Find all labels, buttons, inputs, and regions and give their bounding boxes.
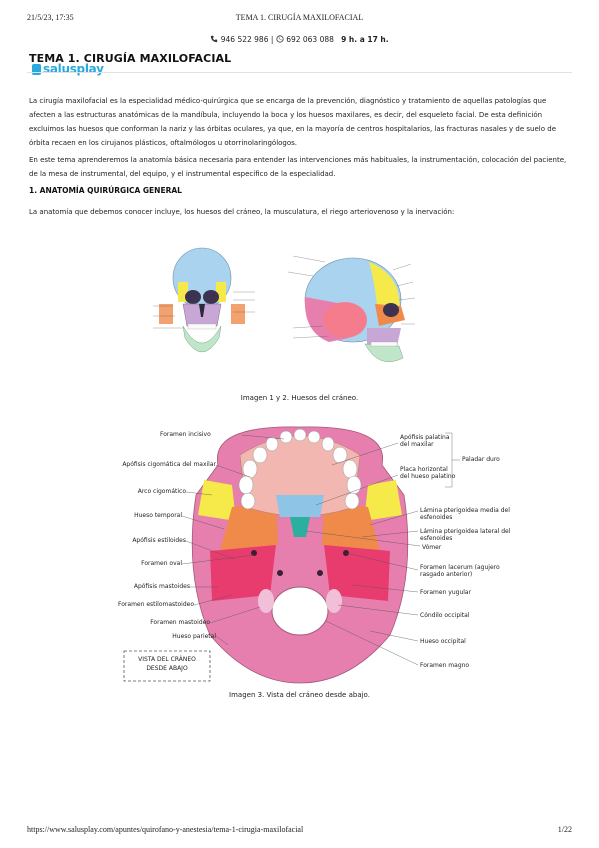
title-divider <box>27 72 572 73</box>
print-title: TEMA 1. CIRUGÍA MAXILOFACIAL <box>235 13 364 22</box>
logo-text: salusplay <box>43 62 104 76</box>
label-hueso-parietal: Hueso parietal <box>172 633 216 640</box>
label-arco-cigomatico: Arco cigomático <box>137 488 186 495</box>
print-footer-url[interactable]: https://www.salusplay.com/apuntes/quirof… <box>27 825 304 834</box>
print-datetime: 21/5/23, 17:35 <box>27 13 74 22</box>
section-heading-anatomy: 1. ANATOMÍA QUIRÚRGICA GENERAL <box>29 186 182 195</box>
label-paladar-duro: Paladar duro <box>462 456 500 463</box>
phone-icon <box>210 35 218 43</box>
skull-lateral-view <box>304 257 405 362</box>
paragraph-topics: En este tema aprenderemos la anatomía bá… <box>29 156 567 178</box>
label-view-line-1: VISTA DEL CRÁNEO <box>138 656 196 663</box>
paragraph-intro: La cirugía maxilofacial es la especialid… <box>29 97 556 147</box>
contact-bar: 946 522 986 | 692 063 088 9 h. a 17 h. <box>0 35 599 44</box>
label-apofisis-cigomatica: Apófisis cigomática del maxilar <box>122 461 216 468</box>
office-hours: 9 h. a 17 h. <box>341 35 389 44</box>
label-vomer: Vómer <box>422 544 442 551</box>
label-hueso-occipital: Hueso occipital <box>420 638 466 645</box>
skull-inferior-figure <box>100 425 510 685</box>
logo-mark-icon <box>32 64 41 75</box>
label-apofisis-palatina: Apófisis palatina del maxilar <box>400 434 450 448</box>
label-foramen-lacerum: Foramen lacerum (agujero rasgado anterio… <box>420 564 500 578</box>
label-apofisis-estiloides: Apófisis estiloides <box>132 537 186 544</box>
skull-front-view <box>159 247 245 353</box>
page-title: TEMA 1. CIRUGÍA MAXILOFACIAL <box>29 52 232 65</box>
print-page-number: 1/22 <box>557 825 572 834</box>
label-lamina-pterigoidea-media: Lámina pterigoidea media del esfenoides <box>420 507 510 521</box>
label-view-line-2: DESDE ABAJO <box>146 665 188 672</box>
label-apofisis-mastoides: Apófisis mastoides <box>133 583 190 590</box>
label-foramen-magno: Foramen magno <box>420 662 470 669</box>
caption-figure-3: Imagen 3. Vista del cráneo desde abajo. <box>229 691 370 699</box>
whatsapp-icon <box>276 35 284 43</box>
paragraph-anatomy-intro: La anatomía que debemos conocer incluye,… <box>29 208 455 216</box>
phone-number-2[interactable]: 692 063 088 <box>286 35 334 44</box>
label-foramen-oval: Foramen oval <box>141 560 182 567</box>
label-hueso-temporal: Hueso temporal <box>134 512 182 519</box>
label-condilo-occipital: Cóndilo occipital <box>420 612 470 619</box>
label-foramen-mastoideo: Foramen mastoideo <box>150 619 210 626</box>
label-lamina-pterigoidea-lateral: Lámina pterigoidea lateral del esfenoide… <box>420 528 511 542</box>
label-foramen-estilomastoideo: Foramen estilomastoideo <box>118 601 194 608</box>
label-foramen-yugular: Foramen yugular <box>420 589 472 596</box>
phone-number-1[interactable]: 946 522 986 <box>220 35 269 44</box>
skull-bones-figure <box>153 242 445 377</box>
salusplay-logo[interactable]: salusplay <box>32 62 104 78</box>
label-foramen-incisivo: Foramen incisivo <box>160 431 211 438</box>
label-placa-horizontal: Placa horizontal del hueso palatino <box>400 466 456 480</box>
caption-figure-1-2: Imagen 1 y 2. Huesos del cráneo. <box>240 394 359 402</box>
